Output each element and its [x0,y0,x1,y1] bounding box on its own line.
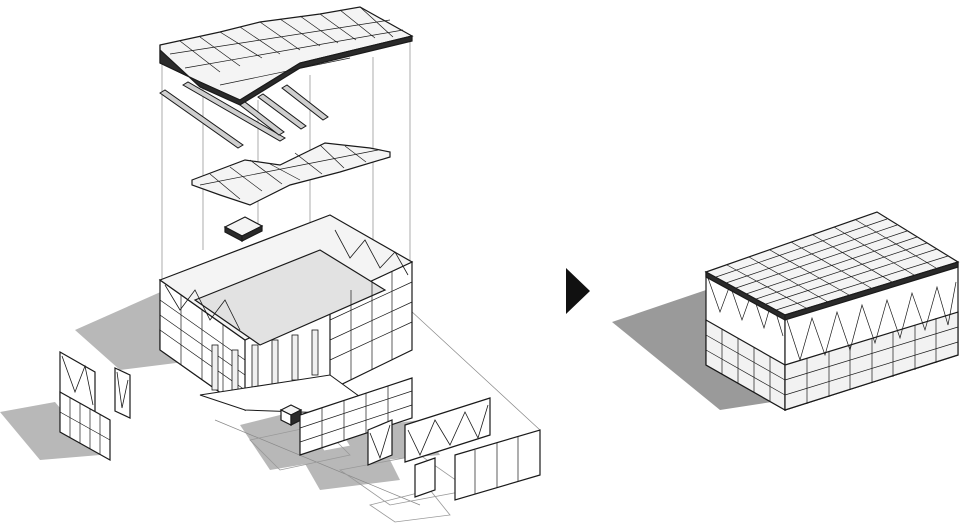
transition-arrow-icon [566,268,590,314]
roof-beams [159,81,329,149]
assembled-building [612,211,960,412]
detached-truss-panels [367,397,541,501]
small-cube [279,404,303,426]
roof-assembled [704,211,960,322]
roof-plate-middle [191,142,391,206]
projection-guides [161,37,541,506]
detached-panels-left [59,350,131,462]
exploded-assembly [0,6,541,523]
detached-grid-wall [299,377,413,456]
main-building-exploded [158,214,414,416]
small-roof-block [223,216,264,242]
roof-plate-top [159,6,414,106]
